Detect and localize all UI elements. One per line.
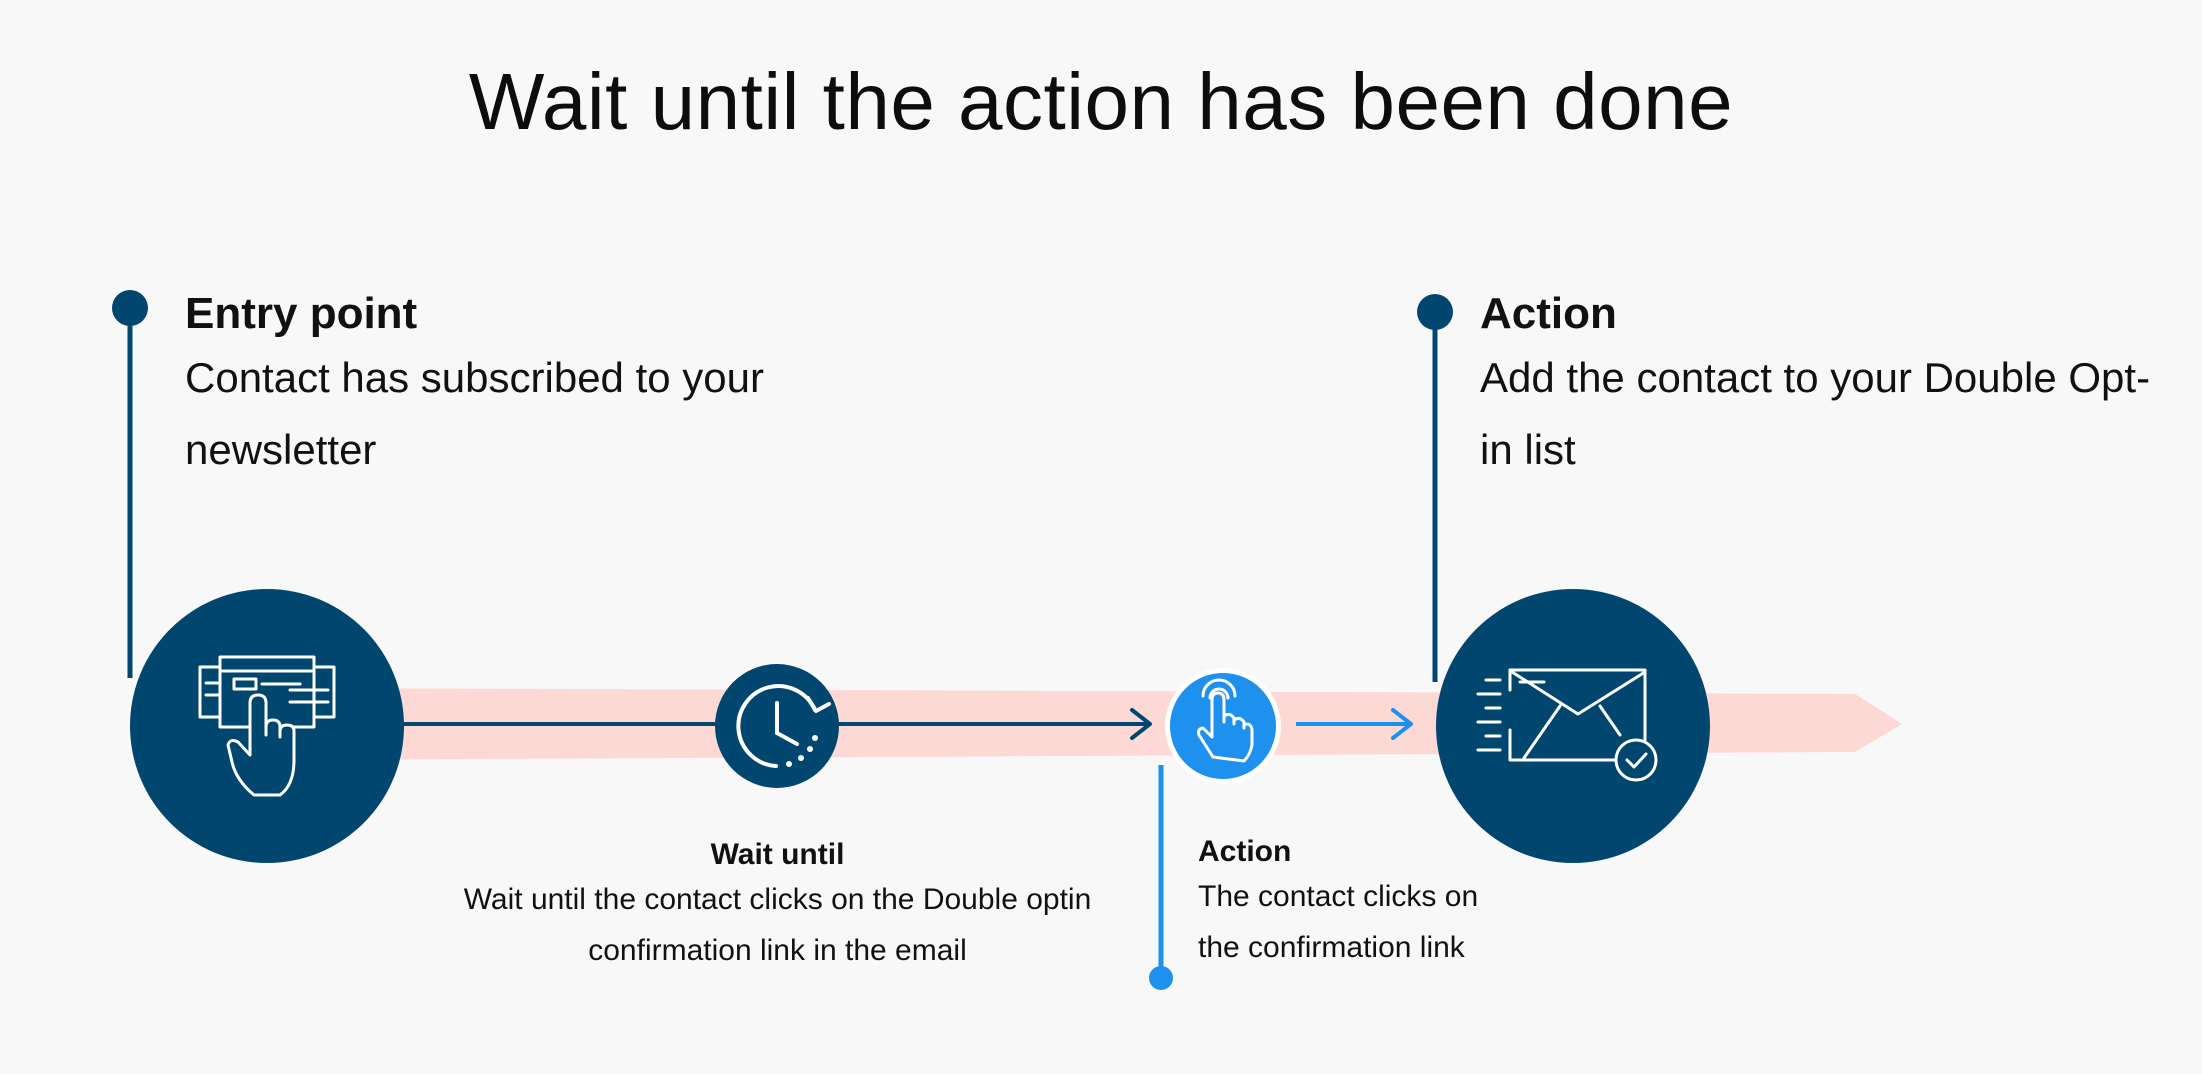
arrowhead-navy: [1130, 708, 1152, 740]
page-title: Wait until the action has been done: [468, 57, 1734, 146]
email-check-icon: [1476, 668, 1658, 782]
action-add-block: Action Add the contact to your Double Op…: [1480, 285, 2180, 486]
node-entry: [130, 589, 404, 863]
wait-until-description: Wait until the contact clicks on the Dou…: [463, 883, 1092, 967]
action-add-heading: Action: [1480, 289, 1617, 338]
action-add-description: Add the contact to your Double Opt-in li…: [1480, 354, 2151, 474]
action-click-heading: Action: [1198, 835, 1292, 868]
action-click-description: The contact clicks on the confirmation l…: [1198, 880, 1479, 964]
node-action-add: [1436, 589, 1710, 863]
pin-dot-entry: [112, 290, 148, 326]
pin-dot-action-add: [1417, 294, 1453, 330]
clock-icon: [736, 684, 831, 768]
hand-pointer-icon: [1197, 678, 1254, 763]
entry-point-block: Entry point Contact has subscribed to yo…: [185, 285, 905, 486]
action-click-block: Action The contact clicks on the confirm…: [1198, 832, 1528, 973]
entry-point-description: Contact has subscribed to your newslette…: [185, 354, 764, 474]
form-click-icon: [198, 655, 336, 797]
entry-point-heading: Entry point: [185, 289, 418, 338]
wait-until-heading: Wait until: [710, 838, 845, 871]
node-action-click: [1165, 668, 1281, 784]
wait-until-block: Wait until Wait until the contact clicks…: [420, 835, 1135, 976]
node-wait: [715, 664, 839, 788]
arrowhead-blue: [1391, 708, 1413, 740]
pin-dot-action-click: [1149, 966, 1173, 990]
